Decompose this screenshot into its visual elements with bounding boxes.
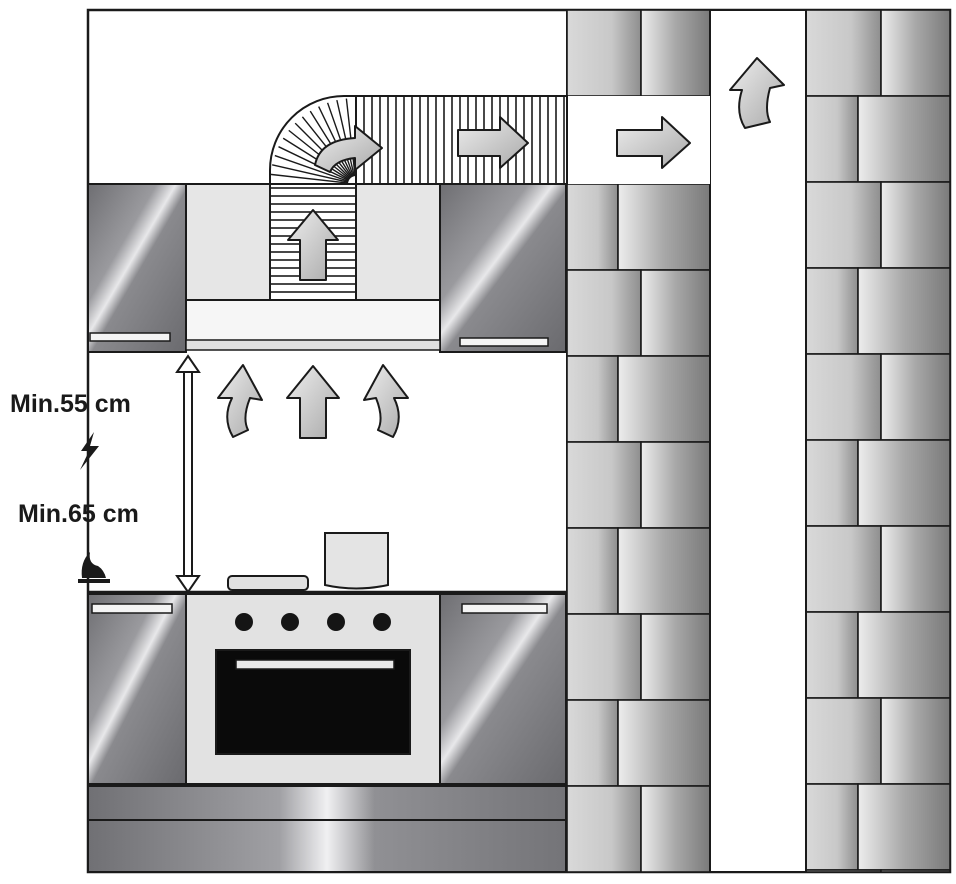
duct-rib [278, 146, 350, 182]
duct-rib [274, 154, 349, 183]
lightning-bolt-icon [80, 432, 99, 470]
brick [857, 439, 951, 527]
brick [805, 525, 882, 613]
brick [617, 183, 711, 271]
upper-cabinet-left [87, 183, 187, 353]
cabinet-handle [89, 332, 171, 342]
brick [566, 441, 642, 529]
brick [857, 783, 951, 871]
brick [566, 183, 619, 271]
arrow-right-icon [616, 116, 691, 169]
brick [640, 269, 711, 357]
duct-rib [270, 173, 349, 184]
upper-cabinet-right [439, 183, 567, 353]
cookware [227, 532, 389, 591]
pot [324, 532, 389, 590]
brick [566, 785, 642, 873]
brick [566, 355, 619, 443]
arrow-up-curve-icon [729, 57, 785, 129]
brick [857, 267, 951, 355]
brick [880, 353, 951, 441]
oven-knob [235, 613, 253, 631]
oven-knob [327, 613, 345, 631]
duct-rib [272, 164, 349, 183]
brick [880, 9, 951, 97]
brick [640, 441, 711, 529]
arrow-curve-icon [314, 125, 383, 173]
arrow-intake-right-icon [363, 364, 409, 438]
brick [880, 697, 951, 785]
brick [805, 611, 859, 699]
chimney-shaft [709, 9, 807, 873]
brick [805, 439, 859, 527]
gas-flame-icon [78, 552, 110, 583]
brick [805, 783, 859, 871]
arrow-intake-left-icon [217, 364, 263, 438]
oven-knob [281, 613, 299, 631]
duct-rib [345, 98, 356, 177]
brick [640, 9, 711, 97]
arrow-up-icon [287, 209, 339, 281]
brick [566, 699, 619, 787]
brick [617, 699, 711, 787]
cabinet-handle [91, 603, 173, 614]
oven-handle [235, 659, 395, 670]
brick [617, 527, 711, 615]
brick [566, 527, 619, 615]
brick-wall-right [805, 9, 951, 873]
brick [805, 9, 882, 97]
brick-wall-left [566, 9, 711, 873]
oven [185, 593, 441, 785]
cabinet-handle [461, 603, 548, 614]
brick [617, 355, 711, 443]
cabinet-handle [459, 337, 549, 347]
oven-knob [373, 613, 391, 631]
arrow-intake-center-icon [286, 365, 340, 439]
brick [805, 95, 859, 183]
brick [566, 613, 642, 701]
lower-cabinet-left [87, 593, 187, 785]
brick [640, 785, 711, 873]
brick [880, 525, 951, 613]
brick [805, 869, 882, 873]
clearance-dimension [175, 354, 201, 594]
electric-clearance-label: Min.65 cm [18, 500, 139, 528]
brick [805, 353, 882, 441]
lower-cabinet-right [439, 593, 567, 785]
plinth [87, 785, 567, 873]
brick [805, 181, 882, 269]
brick [566, 269, 642, 357]
brick [857, 611, 951, 699]
brick [805, 267, 859, 355]
airflow-arrows [217, 57, 785, 439]
brick [566, 9, 642, 97]
gas-clearance-label: Min.55 cm [10, 390, 131, 418]
brick [880, 869, 951, 873]
brick [640, 613, 711, 701]
brick [880, 181, 951, 269]
brick [805, 697, 882, 785]
arrow-right-icon [457, 116, 529, 169]
brick [857, 95, 951, 183]
frying-pan [227, 575, 309, 591]
